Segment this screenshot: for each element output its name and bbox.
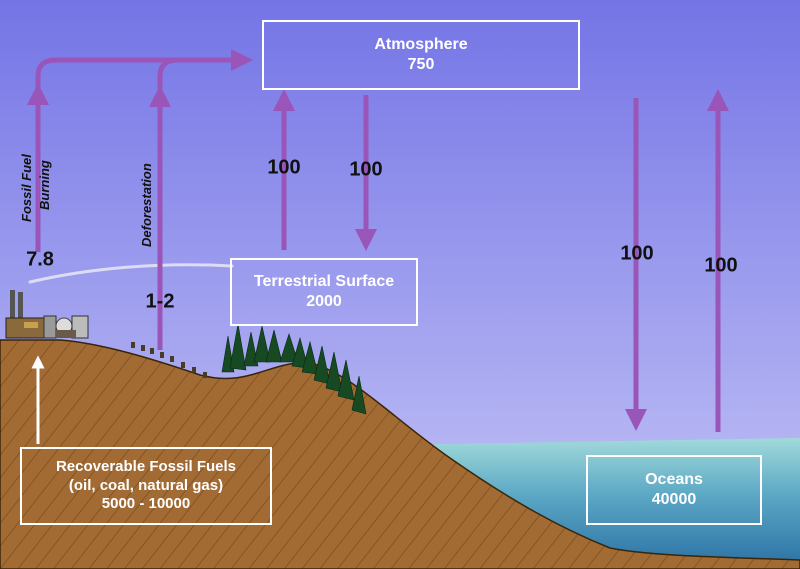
atmosphere-to-terrestrial-value: 100 <box>349 158 383 181</box>
forest <box>221 323 367 415</box>
terrestrial-surface-value: 2000 <box>306 293 342 310</box>
terrestrial-surface-box: Terrestrial Surface 2000 <box>230 258 418 326</box>
flow-arrows <box>26 48 730 432</box>
fossil-fuels-examples: (oil, coal, natural gas) <box>68 476 224 494</box>
tree-stumps <box>131 342 207 378</box>
terrestrial-to-atmosphere-value: 100 <box>267 156 301 179</box>
fossil-fuel-burning-value: 7.8 <box>26 248 54 271</box>
power-plant-icon <box>5 290 89 339</box>
atmosphere-box: Atmosphere 750 <box>262 20 580 90</box>
fossil-fuels-box: Recoverable Fossil Fuels (oil, coal, nat… <box>20 447 272 525</box>
land-cross-section <box>0 339 800 569</box>
fossil-fuels-label: Recoverable Fossil Fuels <box>55 457 237 475</box>
ocean-to-atmosphere-value: 100 <box>704 254 738 277</box>
oceans-value: 40000 <box>651 491 697 508</box>
fossil-fuels-value: 5000 - 10000 <box>101 495 191 513</box>
terrestrial-surface-label: Terrestrial Surface <box>253 273 395 290</box>
oceans-label: Oceans <box>645 471 703 488</box>
smoke-plume <box>28 263 234 284</box>
deforestation-label: Deforestation <box>139 163 154 247</box>
atmosphere-value: 750 <box>407 56 435 73</box>
oceans-box: Oceans 40000 <box>586 455 762 525</box>
atmosphere-label: Atmosphere <box>374 36 468 53</box>
fossil-fuel-burning-label-line2: Burning <box>37 160 52 210</box>
deforestation-value: 1-2 <box>145 290 175 313</box>
fossil-fuel-burning-route <box>35 57 110 90</box>
atmosphere-to-ocean-value: 100 <box>620 242 654 265</box>
fossil-fuel-burning-label: Fossil Fuel <box>19 154 34 222</box>
